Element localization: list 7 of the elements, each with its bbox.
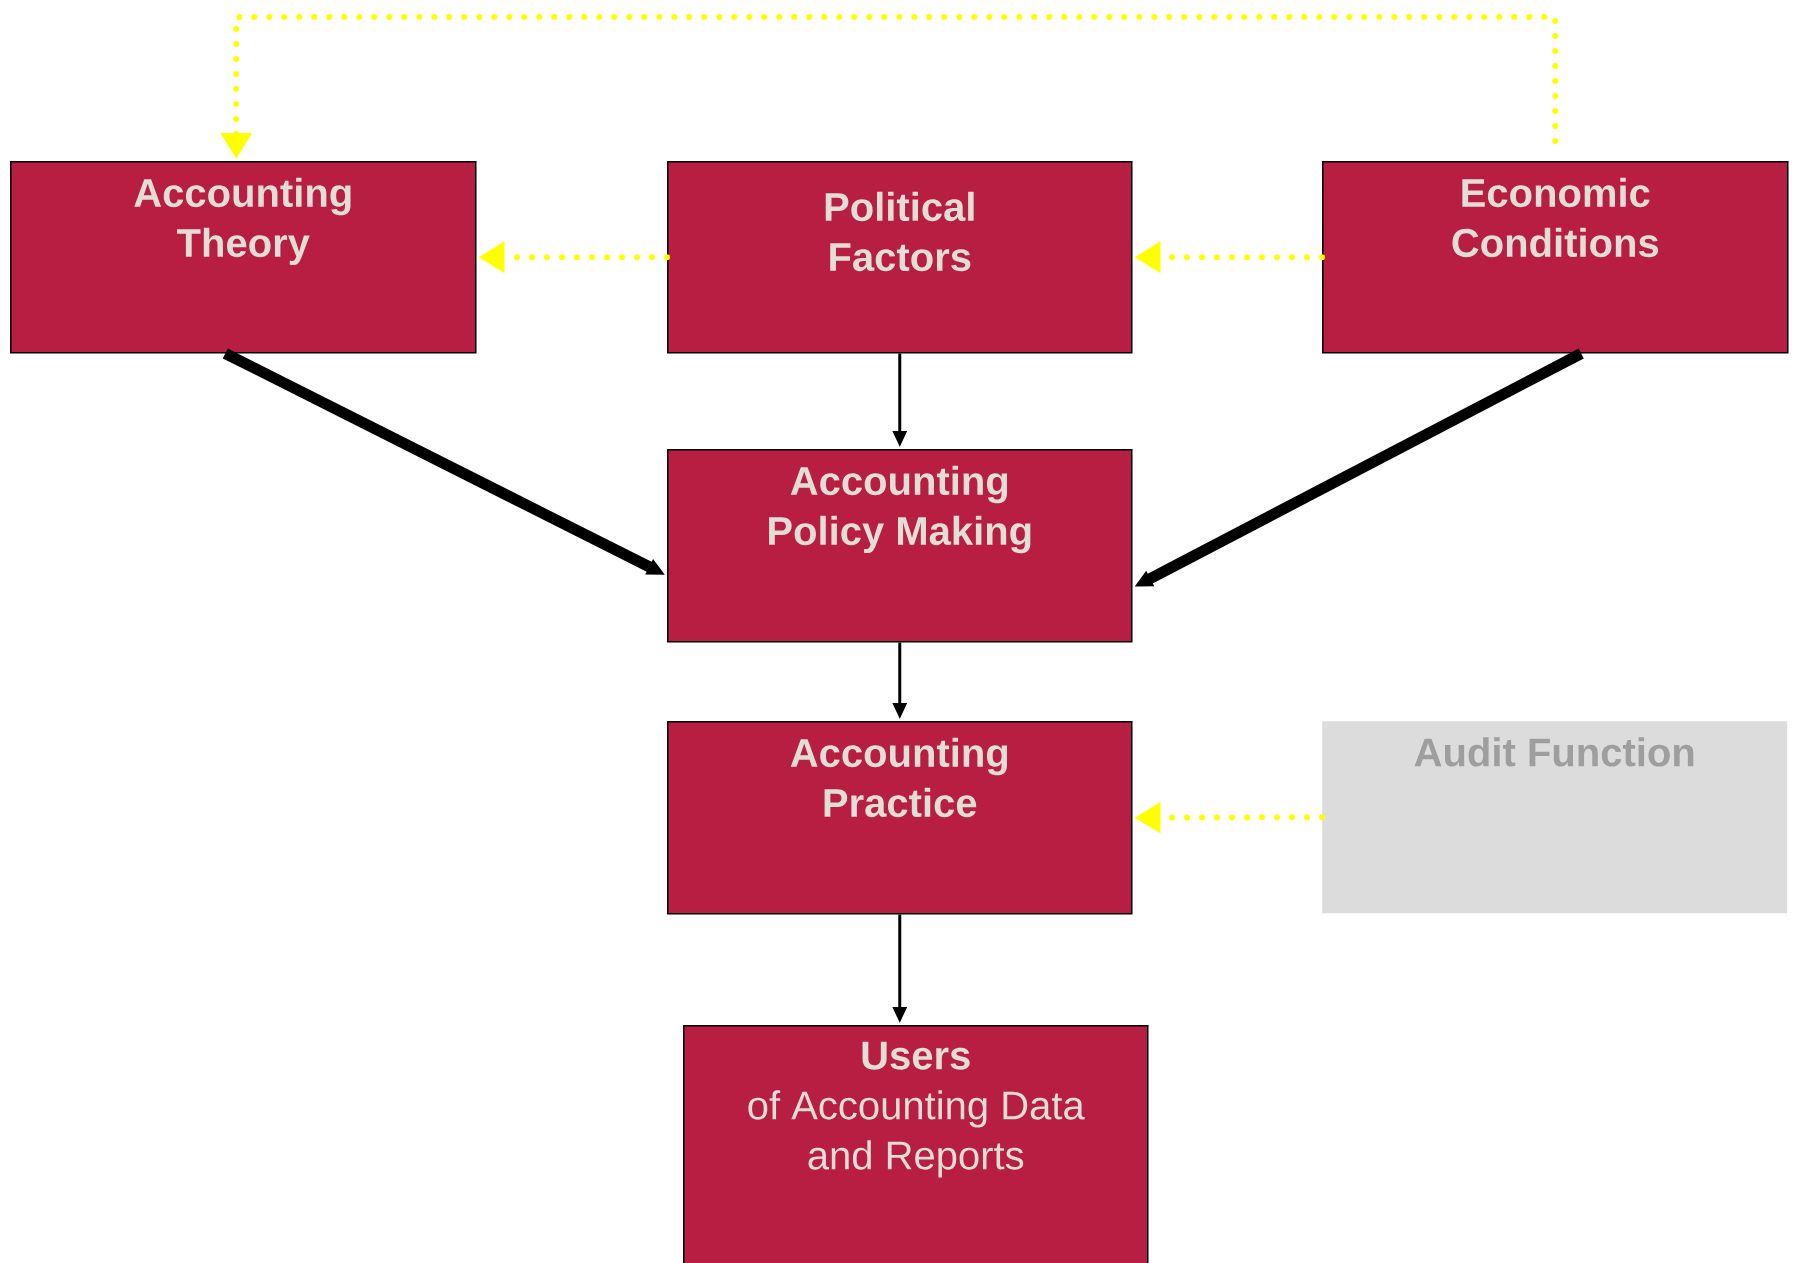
process-box: Political Factors bbox=[667, 161, 1133, 354]
process-box: Accounting Practice bbox=[667, 721, 1133, 915]
process-box: Audit Function bbox=[1322, 721, 1788, 914]
process-box: Accounting Theory bbox=[10, 161, 477, 354]
process-box: Users of Accounting Data and Reports bbox=[683, 1025, 1149, 1263]
process-box: Economic Conditions bbox=[1322, 161, 1789, 354]
process-box: Accounting Policy Making bbox=[667, 449, 1133, 643]
